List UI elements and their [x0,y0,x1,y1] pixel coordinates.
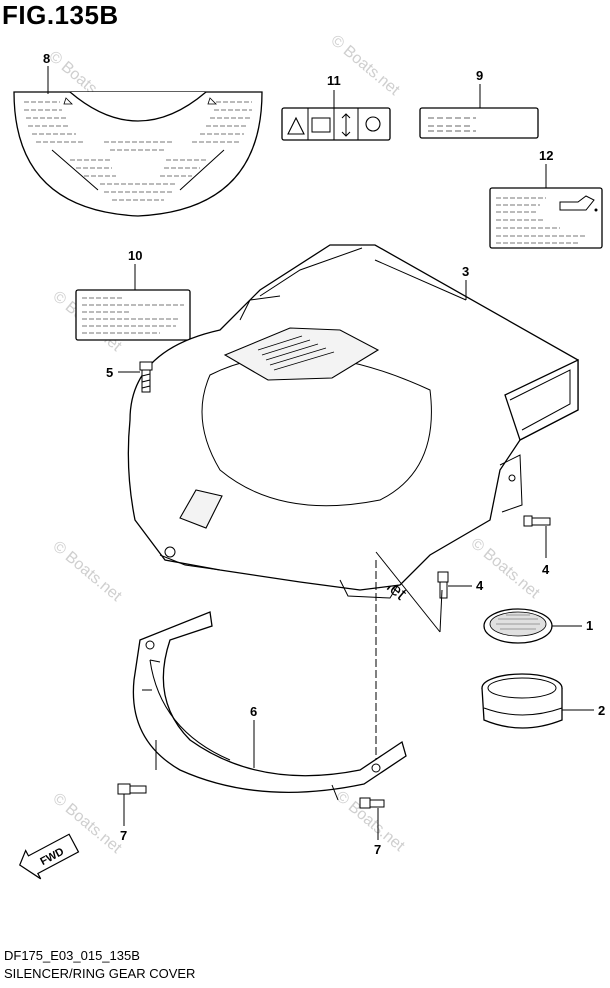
callout-8: 8 [43,51,50,66]
rotation-icon [365,116,381,132]
callout-11: 11 [327,73,341,88]
figure-code: DF175_E03_015_135B [4,948,140,963]
callout-1: 1 [586,618,593,633]
part-4-bolt [523,515,551,527]
part-4-bolt [437,571,449,599]
leader-lines [47,66,594,840]
part-6-bracket [132,611,407,801]
fwd-arrow: FWD [19,833,80,880]
part-7-bolt [117,783,147,795]
part-3-silencer-cover [127,244,579,599]
callout-4: 4 [476,578,484,593]
callout-10: 10 [128,248,142,263]
callout-2: 2 [598,703,605,718]
callout-6: 6 [250,704,257,719]
part-9-label [419,107,539,139]
figure-title: FIG.135B [2,0,119,30]
part-7-bolt [359,797,385,809]
figure-name: SILENCER/RING GEAR COVER [4,966,196,981]
warning-icon [287,116,305,135]
callout-4: 4 [542,562,550,577]
part-5-bolt [139,361,153,393]
part-8-decal [13,91,263,217]
callout-7: 7 [120,828,127,843]
callout-5: 5 [106,365,113,380]
oil-can-icon [559,195,595,211]
manual-icon [311,117,331,133]
part-10-label [75,289,191,341]
callout-9: 9 [476,68,483,83]
callout-12: 12 [539,148,553,163]
callout-7: 7 [374,842,381,857]
watermark: © Boats.net [327,32,403,99]
part-1-cap [483,608,553,644]
part-11-warning-label [281,107,391,141]
part-12-oil-label [489,187,603,249]
watermark: © Boats.net [49,538,125,605]
callout-3: 3 [462,264,469,279]
part-2-seal [481,673,563,729]
